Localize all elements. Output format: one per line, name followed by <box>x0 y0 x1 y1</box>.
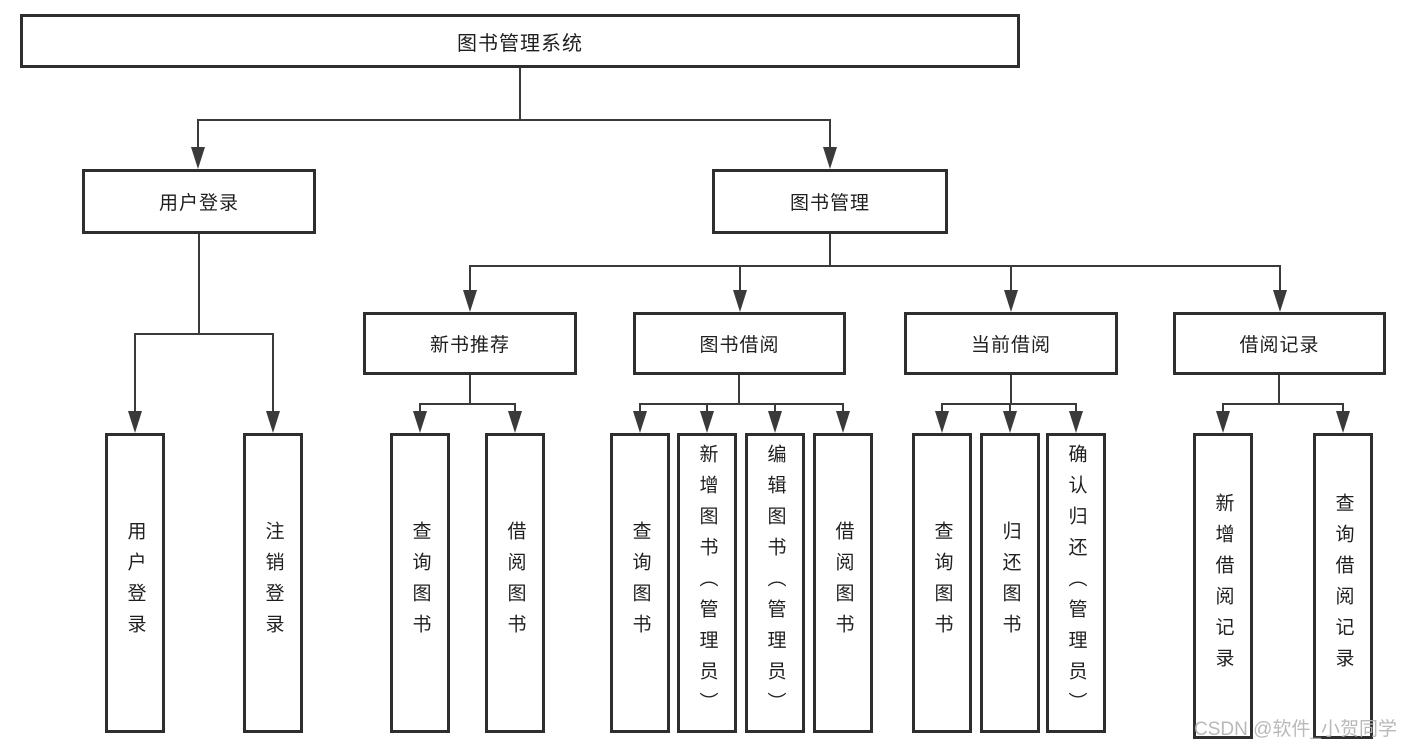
leaf-confirm-return-admin: 确认归还（管理员） <box>1046 433 1106 733</box>
leaf-label: 查询图书 <box>931 521 953 645</box>
leaf-label: 借阅图书 <box>504 521 526 645</box>
leaf-query-books-current: 查询图书 <box>912 433 972 733</box>
connector-stub <box>706 403 708 413</box>
node-library-system: 图书管理系统 <box>20 14 1020 68</box>
arrowhead-login-leaf <box>128 411 142 433</box>
leaf-label: 新增借阅记录 <box>1212 493 1234 679</box>
leaf-borrow-books: 借阅图书 <box>813 433 873 733</box>
connector-level2-rail <box>197 119 831 121</box>
node-book-management: 图书管理 <box>712 169 948 234</box>
leaf-user-login: 用户登录 <box>105 433 165 733</box>
arrowhead-recommend <box>463 290 477 312</box>
connector-stub <box>419 403 421 413</box>
connector-records-rail <box>1222 403 1344 405</box>
connector-recommend-rail <box>419 403 516 405</box>
leaf-label: 确认归还（管理员） <box>1065 443 1087 723</box>
arrowhead-leaf <box>413 411 427 433</box>
node-book-borrowing: 图书借阅 <box>633 312 846 375</box>
connector-stub <box>639 403 641 413</box>
connector-drop-borrowing <box>739 265 741 290</box>
connector-drop-recommend <box>469 265 471 290</box>
connector-root-stem <box>519 68 521 121</box>
leaf-query-books-recommend: 查询图书 <box>390 433 450 733</box>
node-borrowing-records: 借阅记录 <box>1173 312 1386 375</box>
leaf-label: 新增图书（管理员） <box>696 443 718 723</box>
arrowhead-leaf <box>1003 411 1017 433</box>
arrowhead-leaf <box>768 411 782 433</box>
leaf-borrow-books-recommend: 借阅图书 <box>485 433 545 733</box>
arrowhead-leaf <box>700 411 714 433</box>
arrowhead-leaf <box>508 411 522 433</box>
arrowhead-logout-leaf <box>266 411 280 433</box>
node-current-borrowing: 当前借阅 <box>904 312 1118 375</box>
leaf-add-borrow-record: 新增借阅记录 <box>1193 433 1253 739</box>
arrowhead-leaf <box>1069 411 1083 433</box>
arrowhead-leaf <box>1336 411 1350 433</box>
arrowhead-leaf <box>1216 411 1230 433</box>
connector-stub <box>941 403 943 413</box>
arrowhead-current <box>1004 290 1018 312</box>
leaf-query-books-borrowing: 查询图书 <box>610 433 670 733</box>
arrowhead-leaf <box>836 411 850 433</box>
leaf-label: 归还图书 <box>999 521 1021 645</box>
connector-user-login-stem <box>198 234 200 335</box>
connector-stub <box>1075 403 1077 413</box>
connector-records-stem <box>1278 375 1280 405</box>
connector-stub <box>774 403 776 413</box>
leaf-label: 借阅图书 <box>832 521 854 645</box>
connector-drop-logout-leaf <box>272 333 274 412</box>
node-new-book-recommend: 新书推荐 <box>363 312 577 375</box>
connector-stub <box>1009 403 1011 413</box>
leaf-label: 查询借阅记录 <box>1332 493 1354 679</box>
connector-book-mgmt-stem <box>829 234 831 267</box>
leaf-label: 用户登录 <box>124 521 146 645</box>
arrowhead-borrowing <box>733 290 747 312</box>
csdn-watermark: CSDN @软件_小贺同学 <box>1194 719 1397 740</box>
connector-drop-login-leaf <box>134 333 136 412</box>
connector-user-login-rail <box>134 333 274 335</box>
leaf-query-borrow-record: 查询借阅记录 <box>1313 433 1373 739</box>
arrowhead-user-login <box>191 147 205 169</box>
node-user-login: 用户登录 <box>82 169 316 234</box>
leaf-logout: 注销登录 <box>243 433 303 733</box>
arrowhead-records <box>1273 290 1287 312</box>
connector-stub <box>842 403 844 413</box>
arrowhead-leaf <box>633 411 647 433</box>
connector-stub <box>1222 403 1224 413</box>
leaf-label: 编辑图书（管理员） <box>764 443 786 723</box>
arrowhead-leaf <box>935 411 949 433</box>
connector-level3-rail <box>469 265 1281 267</box>
connector-drop-book-mgmt <box>829 119 831 147</box>
connector-drop-records <box>1279 265 1281 290</box>
connector-drop-current <box>1010 265 1012 290</box>
connector-borrowing-rail <box>639 403 844 405</box>
leaf-add-books-admin: 新增图书（管理员） <box>677 433 737 733</box>
leaf-label: 查询图书 <box>629 521 651 645</box>
leaf-return-books: 归还图书 <box>980 433 1040 733</box>
leaf-edit-books-admin: 编辑图书（管理员） <box>745 433 805 733</box>
connector-recommend-stem <box>469 375 471 405</box>
connector-current-stem <box>1010 375 1012 405</box>
leaf-label: 查询图书 <box>409 521 431 645</box>
leaf-label: 注销登录 <box>262 521 284 645</box>
arrowhead-book-mgmt <box>823 147 837 169</box>
connector-stub <box>514 403 516 413</box>
connector-drop-user-login <box>197 119 199 147</box>
connector-borrowing-stem <box>738 375 740 405</box>
connector-stub <box>1342 403 1344 413</box>
